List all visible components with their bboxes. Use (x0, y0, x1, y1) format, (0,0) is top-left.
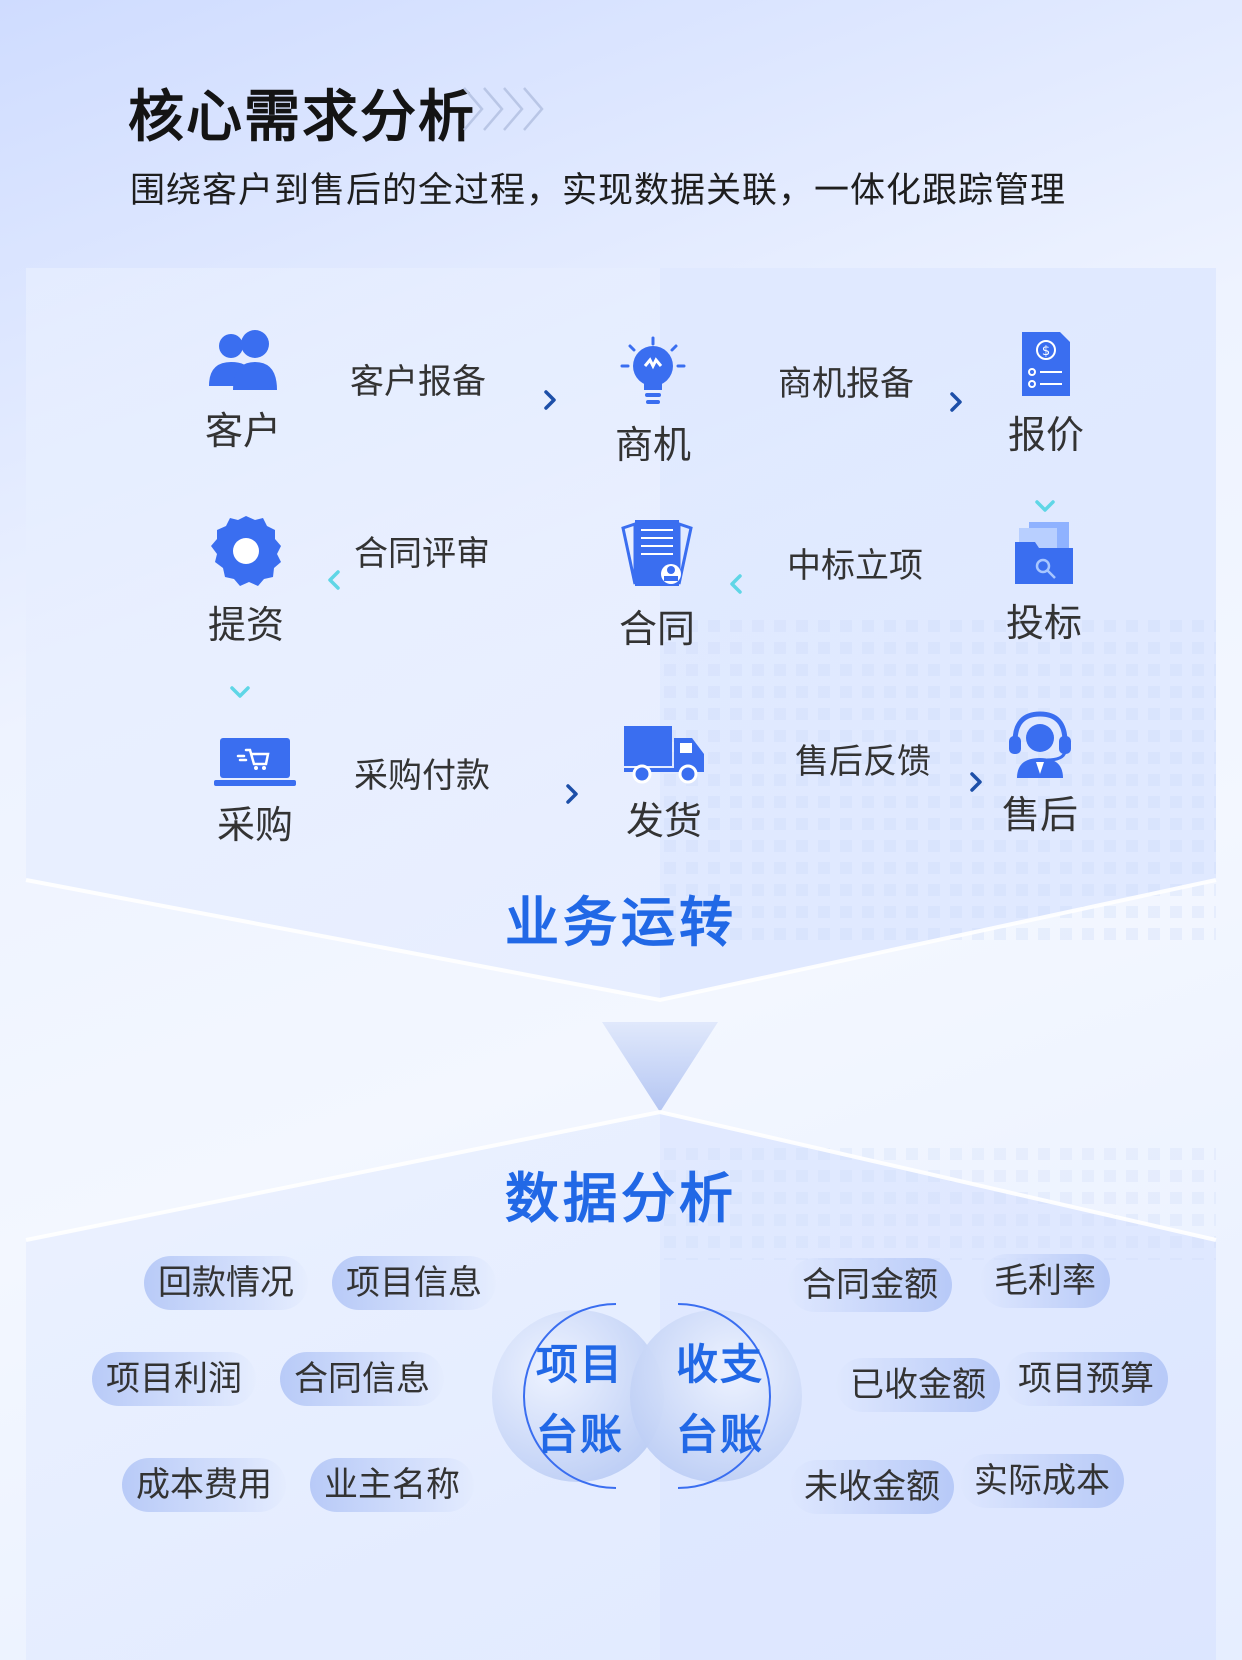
page-title: 核心需求分析 (128, 85, 476, 150)
lightbulb-icon (620, 336, 686, 404)
tag-project-profit: 项目利润 (92, 1352, 256, 1406)
quote-document-icon: $ (1022, 332, 1070, 396)
node-label: 采购 (216, 803, 293, 847)
svg-text:$: $ (1042, 344, 1050, 359)
tag-payment-status: 回款情况 (144, 1256, 308, 1310)
edge-label-opportunity-report: 商机报备 (778, 364, 914, 404)
node-label: 提资 (207, 603, 284, 647)
laptop-cart-icon (214, 738, 296, 786)
node-quote: $ 报价 (966, 330, 1126, 459)
tag-contract-info: 合同信息 (280, 1352, 444, 1406)
customer-service-icon (1009, 711, 1071, 778)
node-shipping: 发货 (584, 724, 744, 845)
circle-line: 台账 (535, 1410, 624, 1459)
contract-document-icon (621, 520, 693, 586)
tag-outstanding-amount: 未收金额 (790, 1460, 954, 1514)
node-purchase: 采购 (175, 736, 335, 849)
gear-icon (211, 516, 281, 586)
tag-received-amount: 已收金额 (836, 1358, 1000, 1412)
bid-folder-icon (1015, 522, 1073, 584)
circle-finance-ledger: 收支 台账 (660, 1330, 780, 1470)
circle-line: 项目 (535, 1340, 624, 1389)
node-bid: 投标 (964, 520, 1124, 647)
users-icon (209, 330, 277, 390)
circle-line: 收支 (675, 1340, 764, 1389)
tag-actual-cost: 实际成本 (960, 1454, 1124, 1508)
edge-label-purchase-payment: 采购付款 (354, 756, 490, 796)
node-customer: 客户 (163, 328, 323, 455)
node-label: 售后 (1001, 793, 1078, 837)
node-label: 发货 (625, 799, 702, 843)
node-label: 客户 (204, 409, 281, 453)
node-opportunity: 商机 (573, 336, 733, 469)
node-label: 合同 (618, 607, 695, 651)
edge-label-customer-report: 客户报备 (350, 362, 486, 402)
node-label: 报价 (1007, 413, 1084, 457)
edge-label-aftersales-feedback: 售后反馈 (795, 742, 931, 782)
tag-gross-margin: 毛利率 (980, 1254, 1110, 1308)
circle-line: 台账 (675, 1410, 764, 1459)
delivery-truck-icon (624, 726, 704, 784)
page-subtitle: 围绕客户到售后的全过程，实现数据关联，一体化跟踪管理 (130, 171, 1067, 211)
node-label: 商机 (614, 423, 691, 467)
tag-cost-expense: 成本费用 (122, 1458, 286, 1512)
edge-label-contract-review: 合同评审 (354, 534, 490, 574)
tag-project-budget: 项目预算 (1004, 1352, 1168, 1406)
edge-label-bid-won: 中标立项 (787, 546, 923, 586)
section-title-business: 业务运转 (505, 891, 737, 954)
tag-owner-name: 业主名称 (310, 1458, 474, 1512)
node-funding: 提资 (166, 514, 326, 649)
chevron-arrows-icon (463, 87, 544, 131)
section-title-analysis: 数据分析 (505, 1167, 737, 1230)
node-aftersales: 售后 (960, 708, 1120, 839)
tag-contract-amount: 合同金额 (788, 1258, 952, 1312)
node-contract: 合同 (577, 518, 737, 653)
circle-project-ledger: 项目 台账 (520, 1330, 640, 1470)
tag-project-info: 项目信息 (332, 1256, 496, 1310)
node-label: 投标 (1005, 601, 1082, 645)
